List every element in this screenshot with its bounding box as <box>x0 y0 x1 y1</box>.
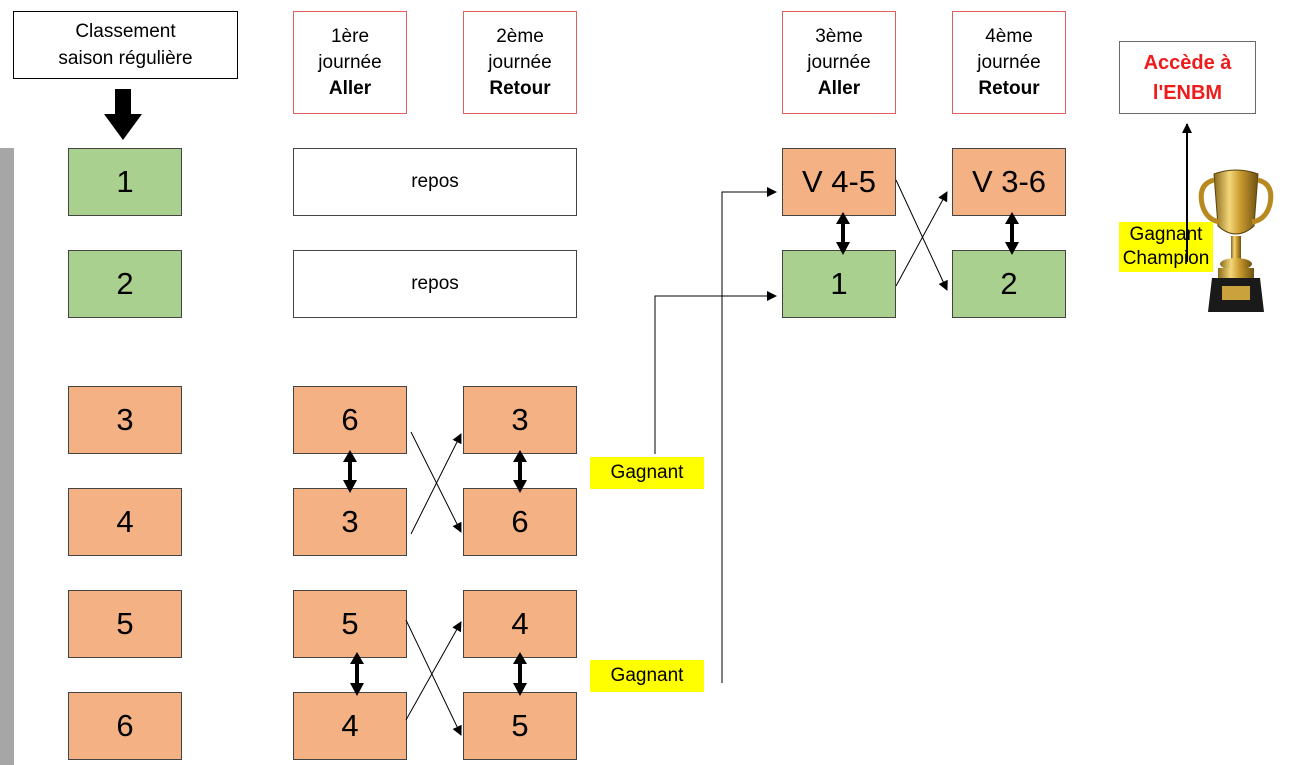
header-round3-line2: journée <box>807 51 871 73</box>
header-round1-line1: 1ère <box>330 25 370 47</box>
round1-match-a-top: 6 <box>293 386 407 454</box>
round2-match-a-bottom: 6 <box>463 488 577 556</box>
header-round2-line1: 2ème <box>496 25 544 47</box>
rank-6: 6 <box>68 692 182 760</box>
left-gray-bar <box>0 148 14 765</box>
round1-match-b-top: 5 <box>293 590 407 658</box>
header-access-line1: Accède à <box>1143 51 1232 74</box>
header-round3-line3: Aller <box>817 77 861 99</box>
round4-top: V 3-6 <box>952 148 1066 216</box>
header-round1-line2: journée <box>318 51 382 73</box>
down-arrow-icon <box>104 89 142 140</box>
header-round2-line2: journée <box>488 51 552 73</box>
header-round4-line2: journée <box>977 51 1041 73</box>
header-classement-line1: Classement <box>75 21 176 42</box>
rank-4: 4 <box>68 488 182 556</box>
header-round2: 2ème journée Retour <box>463 11 577 114</box>
header-round1-line3: Aller <box>328 77 372 99</box>
winner-label-1: Gagnant <box>590 457 704 489</box>
round4-bottom: 2 <box>952 250 1066 318</box>
header-round4: 4ème journée Retour <box>952 11 1066 114</box>
header-round4-line3: Retour <box>978 77 1040 99</box>
round1-rest-2: repos <box>293 250 577 318</box>
header-round3-line1: 3ème <box>815 25 863 47</box>
round3-bottom: 1 <box>782 250 896 318</box>
round3-top: V 4-5 <box>782 148 896 216</box>
rank-1: 1 <box>68 148 182 216</box>
header-access-enbm: Accède à l'ENBM <box>1119 41 1256 114</box>
header-round2-line3: Retour <box>489 77 551 99</box>
round1-match-b-bottom: 4 <box>293 692 407 760</box>
round1-match-a-bottom: 3 <box>293 488 407 556</box>
round2-match-a-top: 3 <box>463 386 577 454</box>
rank-2: 2 <box>68 250 182 318</box>
header-classement: Classement saison régulière <box>13 11 238 79</box>
header-round1: 1ère journée Aller <box>293 11 407 114</box>
header-round3: 3ème journée Aller <box>782 11 896 114</box>
header-access-line2: l'ENBM <box>1152 81 1223 104</box>
trophy-icon <box>1198 169 1274 312</box>
round1-rest-1: repos <box>293 148 577 216</box>
round2-match-b-bottom: 5 <box>463 692 577 760</box>
header-classement-line2: saison régulière <box>58 48 193 69</box>
rank-3: 3 <box>68 386 182 454</box>
champion-label-line1: Gagnant <box>1129 224 1203 245</box>
header-round4-line1: 4ème <box>985 25 1033 47</box>
rank-5: 5 <box>68 590 182 658</box>
winner-label-2: Gagnant <box>590 660 704 692</box>
